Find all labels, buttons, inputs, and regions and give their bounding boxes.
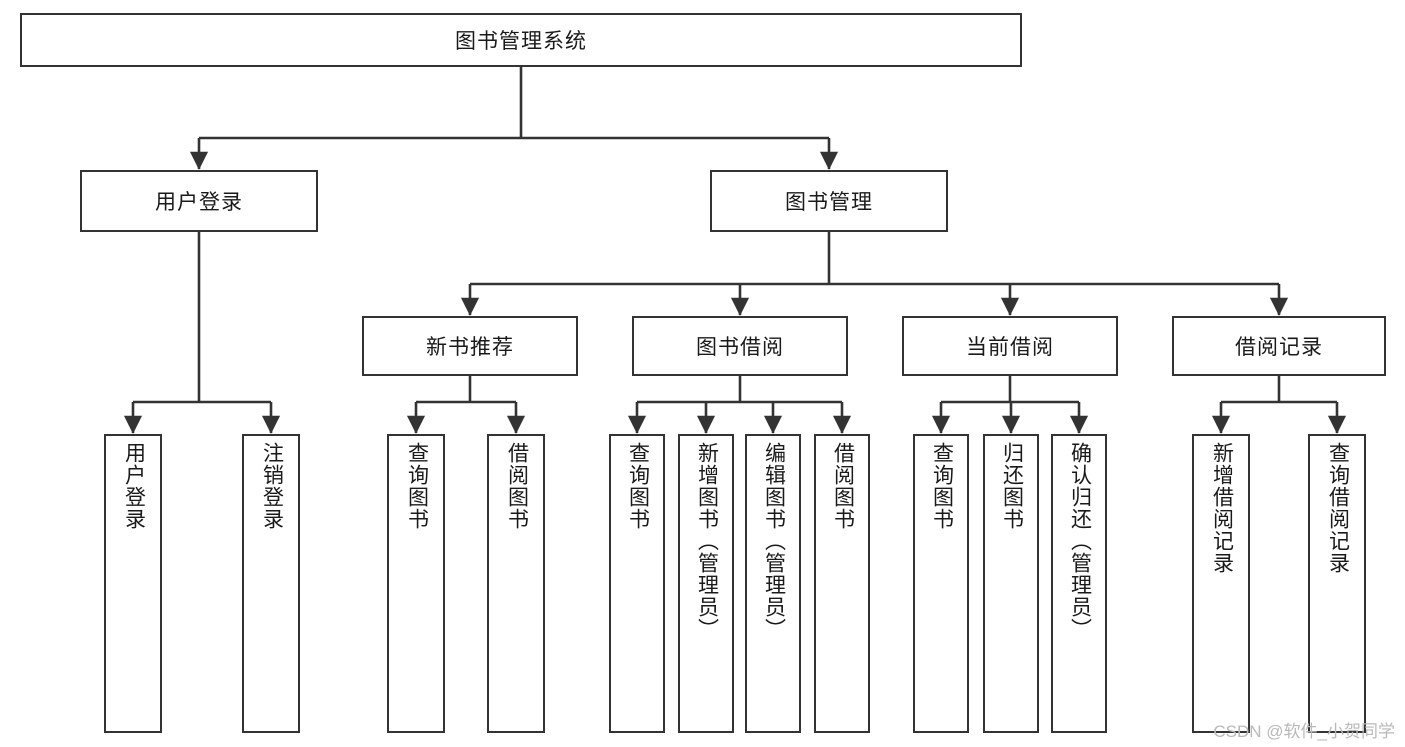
watermark-text: CSDN @软件_小贺同学 <box>1213 722 1395 741</box>
node-leaf-query-book-current[interactable]: 查询图书 <box>913 434 969 733</box>
node-leaf-add-book[interactable]: 新增图书（管理员） <box>678 434 734 733</box>
node-label: 确认归还（管理员） <box>1068 442 1092 640</box>
node-root[interactable]: 图书管理系统 <box>20 13 1022 67</box>
node-current[interactable]: 当前借阅 <box>902 316 1118 376</box>
node-leaf-logout[interactable]: 注销登录 <box>242 434 300 733</box>
node-leaf-query-book-new[interactable]: 查询图书 <box>387 434 445 733</box>
node-label: 查询图书 <box>405 442 429 530</box>
node-label: 图书借阅 <box>696 336 784 359</box>
node-bookmgmt[interactable]: 图书管理 <box>710 170 948 232</box>
node-leaf-return-book[interactable]: 归还图书 <box>983 434 1039 733</box>
node-label: 查询借阅记录 <box>1326 442 1350 574</box>
node-leaf-add-record[interactable]: 新增借阅记录 <box>1192 434 1250 733</box>
node-label: 注销登录 <box>260 442 284 530</box>
node-borrow[interactable]: 图书借阅 <box>632 316 848 376</box>
node-leaf-query-record[interactable]: 查询借阅记录 <box>1308 434 1366 733</box>
node-leaf-borrow-book[interactable]: 借阅图书 <box>814 434 870 733</box>
node-leaf-edit-book[interactable]: 编辑图书（管理员） <box>745 434 801 733</box>
node-label: 借阅记录 <box>1235 336 1323 359</box>
node-leaf-borrow-book-new[interactable]: 借阅图书 <box>487 434 545 733</box>
node-records[interactable]: 借阅记录 <box>1172 316 1386 376</box>
node-label: 用户登录 <box>122 442 146 530</box>
node-label: 新增图书（管理员） <box>695 442 719 640</box>
node-newbook[interactable]: 新书推荐 <box>362 316 578 376</box>
node-label: 归还图书 <box>1000 442 1024 530</box>
node-label: 借阅图书 <box>831 442 855 530</box>
node-label: 查询图书 <box>930 442 954 530</box>
node-leaf-user-login[interactable]: 用户登录 <box>104 434 162 733</box>
node-label: 图书管理系统 <box>455 30 587 53</box>
node-login[interactable]: 用户登录 <box>80 170 318 232</box>
node-label: 用户登录 <box>155 191 243 214</box>
node-label: 查询图书 <box>626 442 650 530</box>
node-label: 图书管理 <box>785 191 873 214</box>
node-leaf-confirm-return[interactable]: 确认归还（管理员） <box>1051 434 1107 733</box>
node-label: 新增借阅记录 <box>1210 442 1234 574</box>
node-label: 当前借阅 <box>966 336 1054 359</box>
node-leaf-query-book-borrow[interactable]: 查询图书 <box>609 434 665 733</box>
node-label: 借阅图书 <box>505 442 529 530</box>
node-label: 编辑图书（管理员） <box>762 442 786 640</box>
node-label: 新书推荐 <box>426 336 514 359</box>
